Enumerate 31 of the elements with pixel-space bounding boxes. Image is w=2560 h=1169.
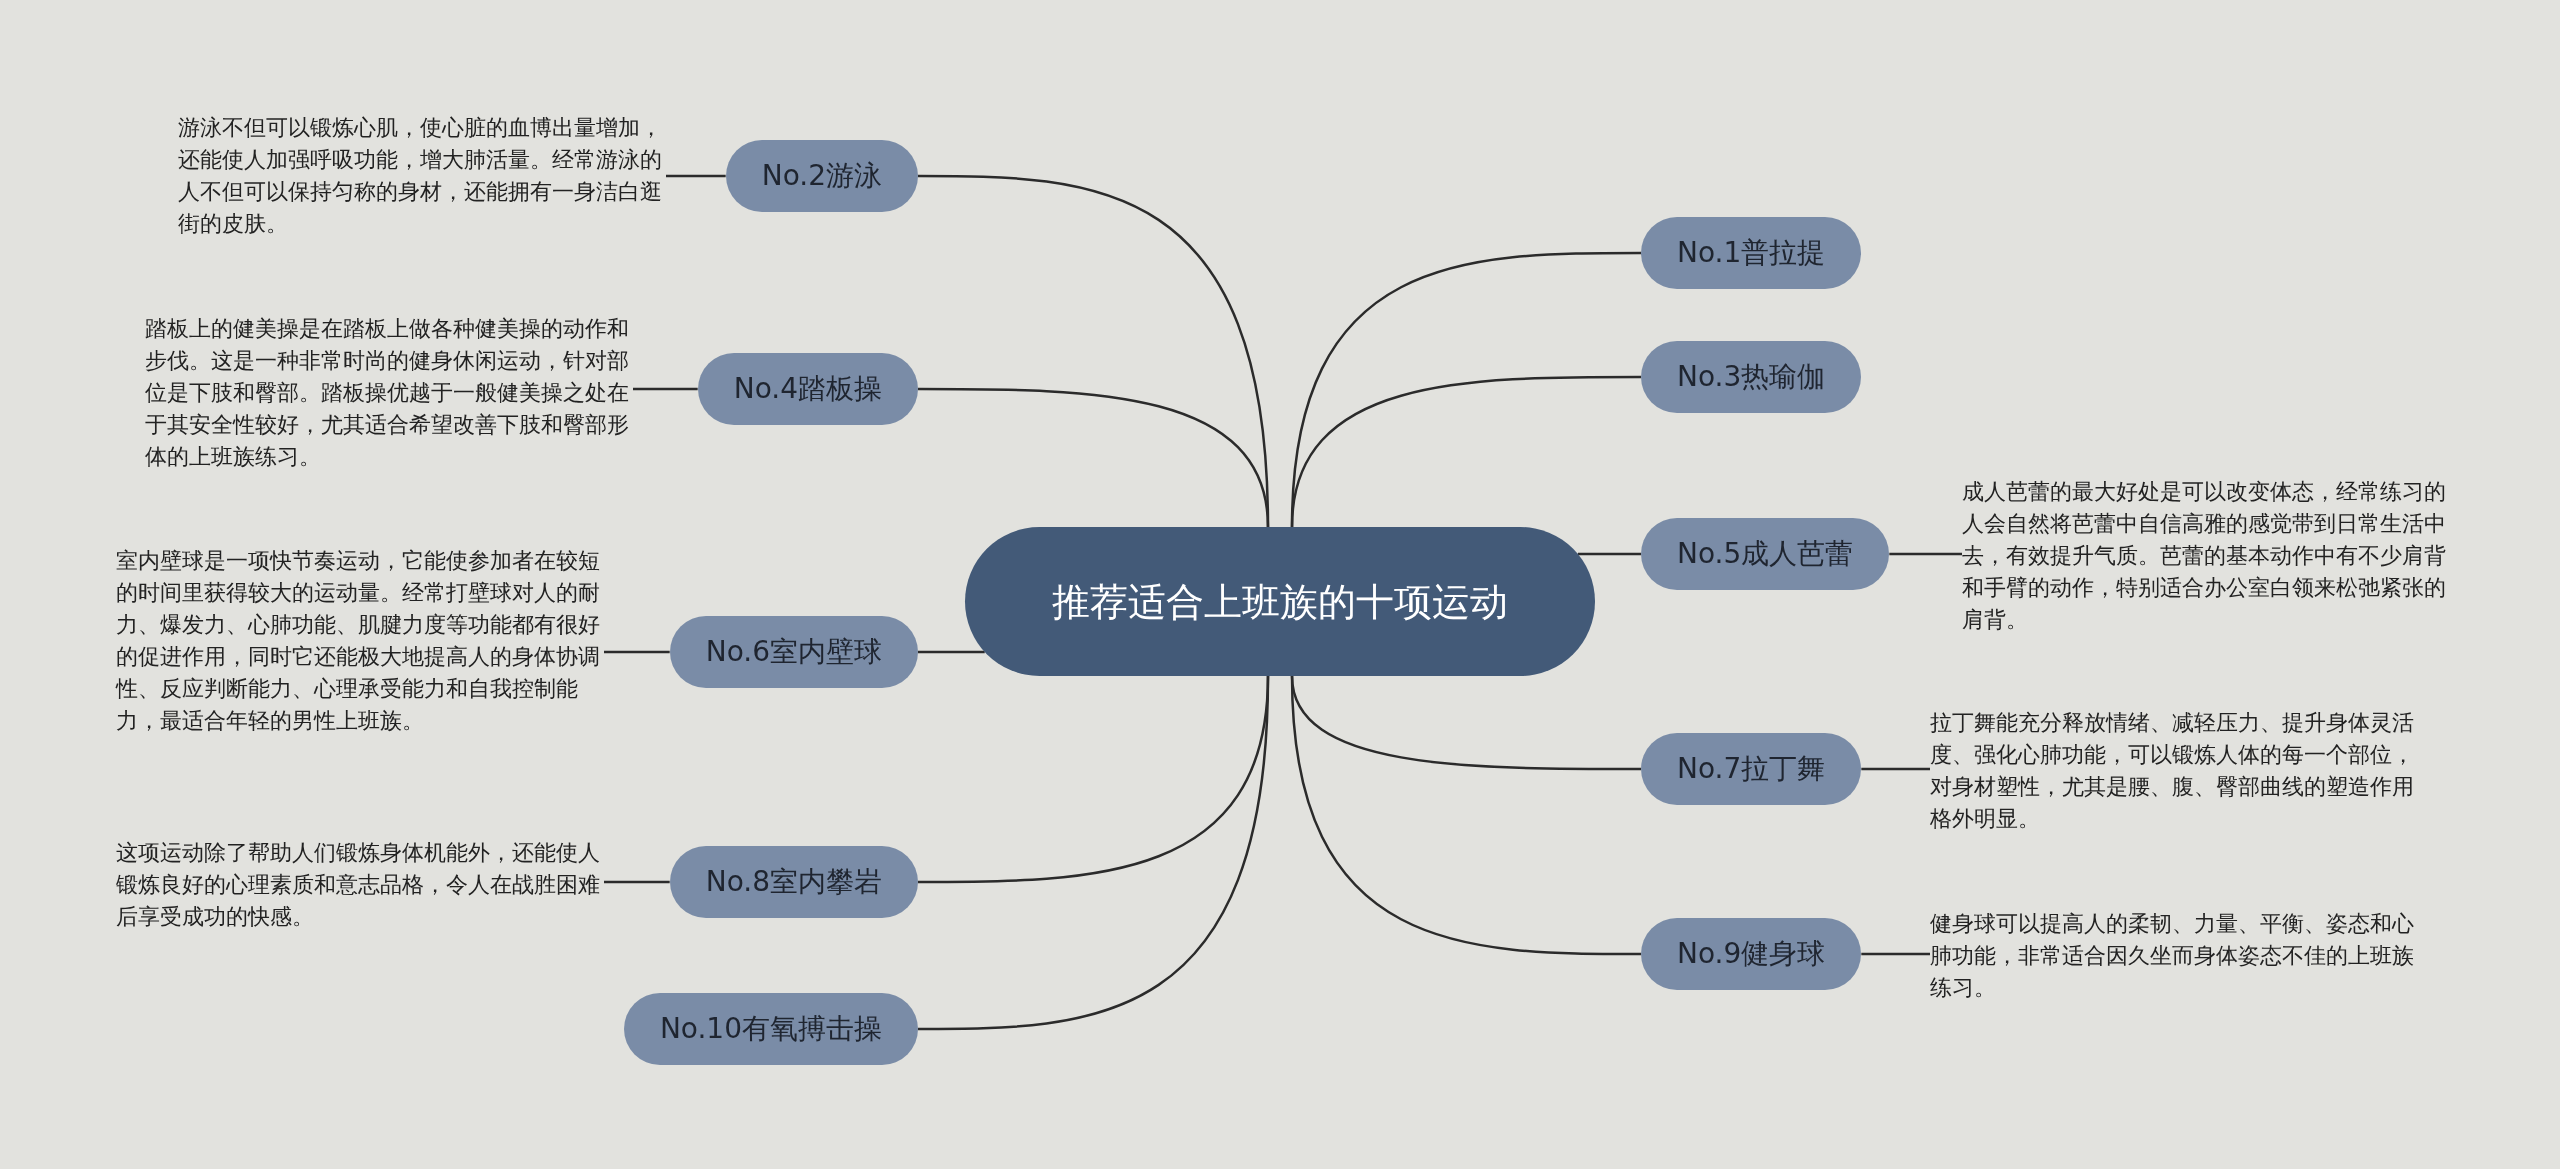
topic-pill: No.1普拉提	[1641, 217, 1862, 289]
description-text: 踏板上的健美操是在踏板上做各种健美操的动作和步伐。这是一种非常时尚的健身休闲运动，针对部位是下肢和臀部。踏板操优越于一般健美操之处在于其安全性较好，尤其适合希望改善下肢和臀部形体的上班族练习。	[145, 313, 633, 473]
description-text: 成人芭蕾的最大好处是可以改变体态，经常练习的人会自然将芭蕾中自信高雅的感觉带到日常生活中去，有效提升气质。芭蕾的基本动作中有不少肩背和手臂的动作，特别适合办公室白领来松弛紧张的肩背。	[1962, 476, 2450, 636]
topic-pill: No.9健身球	[1641, 918, 1862, 990]
topic-pill: No.6室内壁球	[669, 616, 918, 688]
topic-pill: No.2游泳	[725, 140, 918, 212]
description-text: 这项运动除了帮助人们锻炼身体机能外，还能使人锻炼良好的心理素质和意志品格，令人在战胜困难后享受成功的快感。	[116, 837, 604, 933]
description-text: 拉丁舞能充分释放情绪、减轻压力、提升身体灵活度、强化心肺功能，可以锻炼人体的每一个部位，对身材塑性，尤其是腰、腹、臀部曲线的塑造作用格外明显。	[1930, 707, 2418, 835]
connector-line	[604, 880, 670, 884]
topic-pill: No.7拉丁舞	[1641, 733, 1862, 805]
connector-line	[918, 675, 1270, 1031]
connector-line	[1290, 375, 1641, 528]
connector-line	[1861, 952, 1930, 956]
central-topic: 推荐适合上班族的十项运动	[965, 527, 1595, 676]
connector-line	[918, 387, 1270, 528]
connector-line	[633, 387, 698, 391]
description-text: 健身球可以提高人的柔韧、力量、平衡、姿态和心肺功能，非常适合因久坐而身体姿态不佳的上班族练习。	[1930, 908, 2418, 1004]
connector-line	[666, 174, 726, 178]
connector-line	[604, 650, 670, 654]
description-text: 游泳不但可以锻炼心肌，使心脏的血博出量增加，还能使人加强呼吸功能，增大肺活量。经常游泳的人不但可以保持匀称的身材，还能拥有一身洁白逛街的皮肤。	[178, 112, 666, 240]
topic-pill: No.4踏板操	[697, 353, 918, 425]
connector-line	[1577, 552, 1641, 556]
connector-line	[1290, 675, 1641, 956]
connector-line	[1889, 552, 1962, 556]
connector-line	[1861, 767, 1930, 771]
topic-pill: No.5成人芭蕾	[1641, 518, 1890, 590]
topic-pill: No.10有氧搏击操	[623, 993, 918, 1065]
topic-pill: No.8室内攀岩	[669, 846, 918, 918]
connector-line	[918, 650, 985, 654]
description-text: 室内壁球是一项快节奏运动，它能使参加者在较短的时间里获得较大的运动量。经常打壁球对人的耐力、爆发力、心肺功能、肌腱力度等功能都有很好的促进作用，同时它还能极大地提高人的身体协调性、反应判断能力、心理承受能力和自我控制能力，最适合年轻的男性上班族。	[116, 545, 604, 737]
topic-pill: No.3热瑜伽	[1641, 341, 1862, 413]
